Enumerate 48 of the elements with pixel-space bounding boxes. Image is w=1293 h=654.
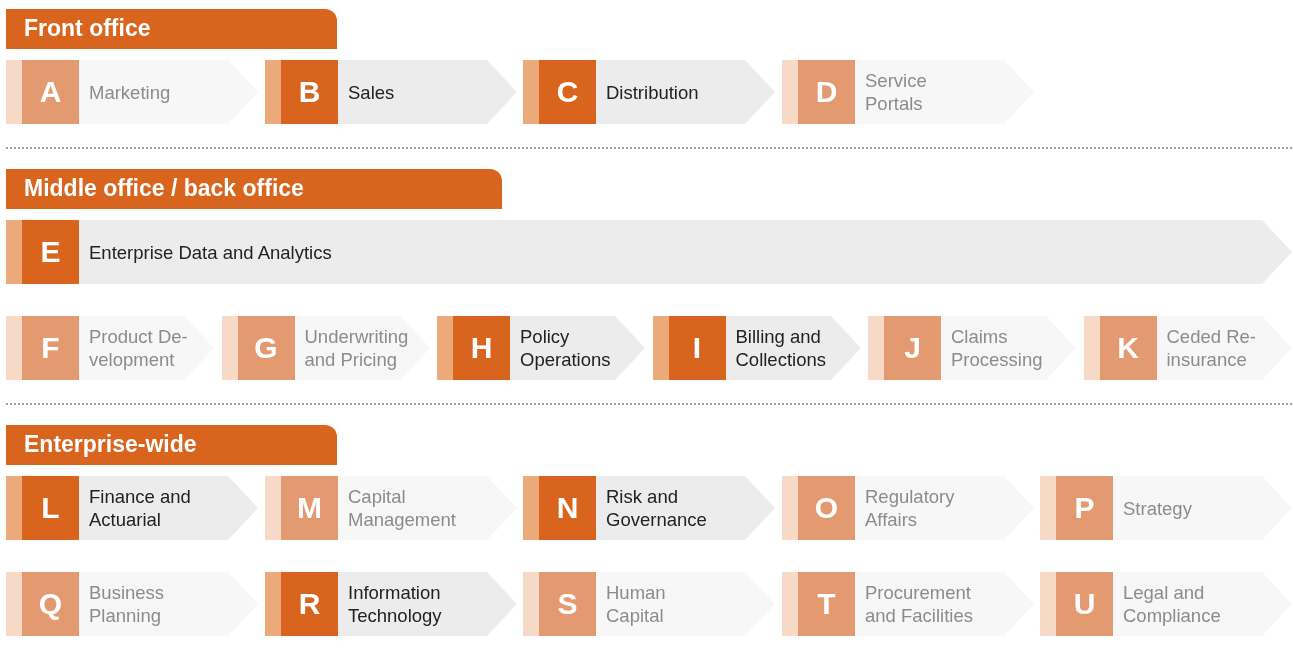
section-tab	[6, 425, 337, 465]
step-letter: E	[39, 234, 62, 270]
step-letter: O	[813, 490, 840, 526]
step-label: Finance and Actuarial	[89, 485, 192, 531]
step-label: Business Planning	[89, 581, 166, 627]
step-label: Underwriting and Pricing	[304, 325, 410, 371]
step-label: Product De- velopment	[89, 325, 189, 371]
step-label: Regulatory Affairs	[865, 485, 956, 531]
step-letter: F	[40, 330, 61, 366]
step-letter: B	[297, 74, 322, 110]
step-label: Strategy	[1123, 496, 1192, 520]
step-letter: Q	[37, 586, 64, 622]
step-label: Information Technology	[348, 581, 443, 627]
section-title: Middle office / back office	[24, 175, 304, 201]
step-label: Claims Processing	[951, 325, 1044, 371]
step-letter: G	[253, 330, 279, 366]
step-label: Risk and Governance	[606, 485, 708, 531]
step-letter: R	[297, 586, 322, 622]
section-tab	[6, 9, 337, 49]
step-label: Ceded Re- insurance	[1166, 325, 1257, 371]
step-letter: N	[555, 490, 580, 526]
step-label: Capital Management	[348, 485, 457, 531]
step-letter: D	[814, 74, 839, 110]
step-label: Service Portals	[865, 69, 928, 115]
step-letter: K	[1116, 330, 1140, 366]
step-label: Distribution	[606, 80, 699, 104]
step-letter: T	[816, 586, 837, 622]
step-label: Procurement and Facilities	[865, 581, 974, 627]
step-letter: L	[40, 490, 61, 526]
step-letter: C	[555, 74, 580, 110]
step-label: Policy Operations	[520, 325, 612, 371]
step-letter: M	[296, 490, 323, 526]
step-letter: P	[1073, 490, 1096, 526]
step-label: Enterprise Data and Analytics	[89, 240, 332, 264]
step-label: Legal and Compliance	[1123, 581, 1222, 627]
step-label: Sales	[348, 80, 395, 104]
step-letter: J	[903, 330, 922, 366]
section-title: Front office	[24, 15, 151, 41]
step-label: Billing and Collections	[735, 325, 827, 371]
step-letter: H	[469, 330, 494, 366]
step-letter: A	[38, 74, 63, 110]
step-letter: I	[691, 330, 703, 366]
step-letter: S	[556, 586, 579, 622]
section-tab	[6, 169, 502, 209]
step-letter: U	[1072, 586, 1097, 622]
section-title: Enterprise-wide	[24, 431, 197, 457]
step-label: Marketing	[89, 80, 171, 104]
step-label: Human Capital	[606, 581, 667, 627]
